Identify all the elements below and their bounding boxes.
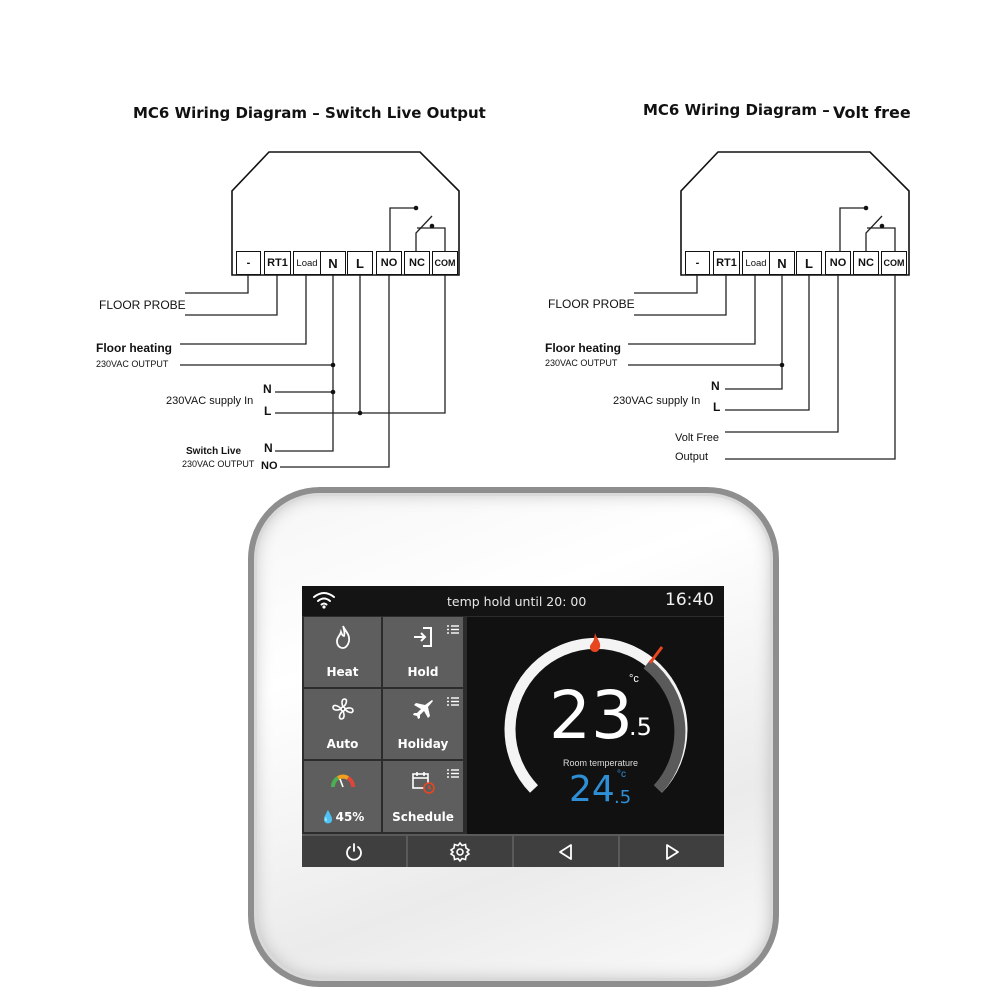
- room-temperature-decimal: .5: [614, 787, 632, 808]
- terminal-nc: NC: [404, 251, 430, 275]
- bottom-bar: [302, 834, 724, 867]
- hold-button[interactable]: Hold: [383, 617, 463, 687]
- setpoint-decimal: .5: [629, 713, 652, 741]
- flame-icon: [590, 633, 601, 652]
- hold-status-text: temp hold until 20: 00: [447, 594, 587, 609]
- supply-l-label: L: [264, 404, 272, 418]
- holiday-button[interactable]: Holiday: [383, 689, 463, 759]
- terminal-n: N: [320, 251, 346, 275]
- supply-n-label: N: [711, 379, 720, 393]
- clock-display: 16:40: [665, 590, 714, 610]
- left-arrow-icon: [559, 843, 572, 860]
- terminal-nc: NC: [853, 251, 879, 275]
- calendar-clock-icon: [383, 769, 463, 801]
- terminal-load: Load: [293, 251, 321, 275]
- diagram-title-switch-live: MC6 Wiring Diagram – Switch Live Output: [133, 104, 486, 122]
- heat-label: Heat: [326, 665, 359, 679]
- previous-button[interactable]: [514, 836, 618, 867]
- terminal-no: NO: [376, 251, 402, 275]
- terminal-no: NO: [825, 251, 851, 275]
- flame-icon: [304, 625, 381, 655]
- settings-gear-icon: [449, 841, 471, 862]
- supply-label: 230VAC supply In: [166, 395, 254, 407]
- humidity-gauge-icon: [304, 769, 381, 797]
- hold-label: Hold: [407, 665, 439, 679]
- room-temperature-label: Room temperature: [563, 758, 639, 768]
- supply-l-label: L: [713, 400, 721, 414]
- schedule-button[interactable]: Schedule: [383, 761, 463, 832]
- terminal-minus: -: [236, 251, 261, 275]
- terminal-com: COM: [432, 251, 458, 275]
- supply-n-label: N: [263, 382, 272, 396]
- airplane-icon: [383, 697, 463, 727]
- list-menu-icon[interactable]: [447, 693, 459, 711]
- setpoint-value: 23: [549, 677, 633, 754]
- power-icon: [346, 842, 362, 861]
- humidity-tile[interactable]: 💧45%: [304, 761, 381, 832]
- switch-no-label: NO: [261, 460, 278, 472]
- heat-mode-button[interactable]: Heat: [304, 617, 381, 687]
- room-temperature-unit: °c: [617, 769, 626, 780]
- humidity-label: 💧45%: [320, 810, 365, 824]
- switch-live-sub-label: 230VAC OUTPUT: [182, 459, 255, 469]
- terminal-minus: -: [685, 251, 710, 275]
- floor-heating-sub-label: 230VAC OUTPUT: [96, 359, 169, 369]
- right-arrow-icon: [666, 843, 679, 860]
- floor-probe-label: FLOOR PROBE: [548, 297, 635, 311]
- wiring-lines: [180, 151, 910, 468]
- floor-heating-sub-label: 230VAC OUTPUT: [545, 358, 618, 368]
- door-enter-icon: [383, 625, 463, 655]
- floor-heating-label: Floor heating: [545, 341, 621, 355]
- power-button[interactable]: [302, 836, 406, 867]
- terminal-com: COM: [881, 251, 907, 275]
- output-label: Output: [675, 451, 709, 463]
- floor-probe-label: FLOOR PROBE: [99, 298, 186, 312]
- list-menu-icon[interactable]: [447, 621, 459, 639]
- supply-label: 230VAC supply In: [613, 395, 701, 407]
- next-button[interactable]: [620, 836, 724, 867]
- terminal-rt1: RT1: [264, 251, 291, 275]
- terminal-l: L: [347, 251, 373, 275]
- auto-label: Auto: [326, 737, 359, 751]
- room-temperature-value: 24: [569, 769, 615, 810]
- fan-icon: [304, 697, 381, 727]
- terminal-l: L: [796, 251, 822, 275]
- diagram-title-volt-free: MC6 Wiring Diagram –: [643, 101, 830, 119]
- water-drop-icon: 💧: [320, 810, 336, 824]
- terminal-rt1: RT1: [713, 251, 740, 275]
- setpoint-unit: °c: [629, 673, 639, 685]
- terminal-n: N: [769, 251, 795, 275]
- temperature-panel: 23 °c .5 Room temperature 24 °c .5: [467, 617, 724, 834]
- temperature-dial[interactable]: [467, 617, 724, 834]
- thermostat-screen: temp hold until 20: 00 16:40 Heat Hold A…: [302, 586, 724, 867]
- list-menu-icon[interactable]: [447, 765, 459, 783]
- volt-free-label: Volt Free: [675, 432, 720, 444]
- terminal-load: Load: [742, 251, 770, 275]
- switch-n-label: N: [264, 441, 273, 455]
- settings-button[interactable]: [408, 836, 512, 867]
- schedule-label: Schedule: [392, 810, 454, 824]
- diagram-title-volt-free-suffix: Volt free: [833, 103, 911, 122]
- status-bar: temp hold until 20: 00 16:40: [302, 586, 724, 616]
- auto-fan-button[interactable]: Auto: [304, 689, 381, 759]
- wifi-icon: [312, 591, 336, 614]
- floor-heating-label: Floor heating: [96, 341, 172, 355]
- holiday-label: Holiday: [397, 737, 449, 751]
- switch-live-label: Switch Live: [186, 446, 242, 457]
